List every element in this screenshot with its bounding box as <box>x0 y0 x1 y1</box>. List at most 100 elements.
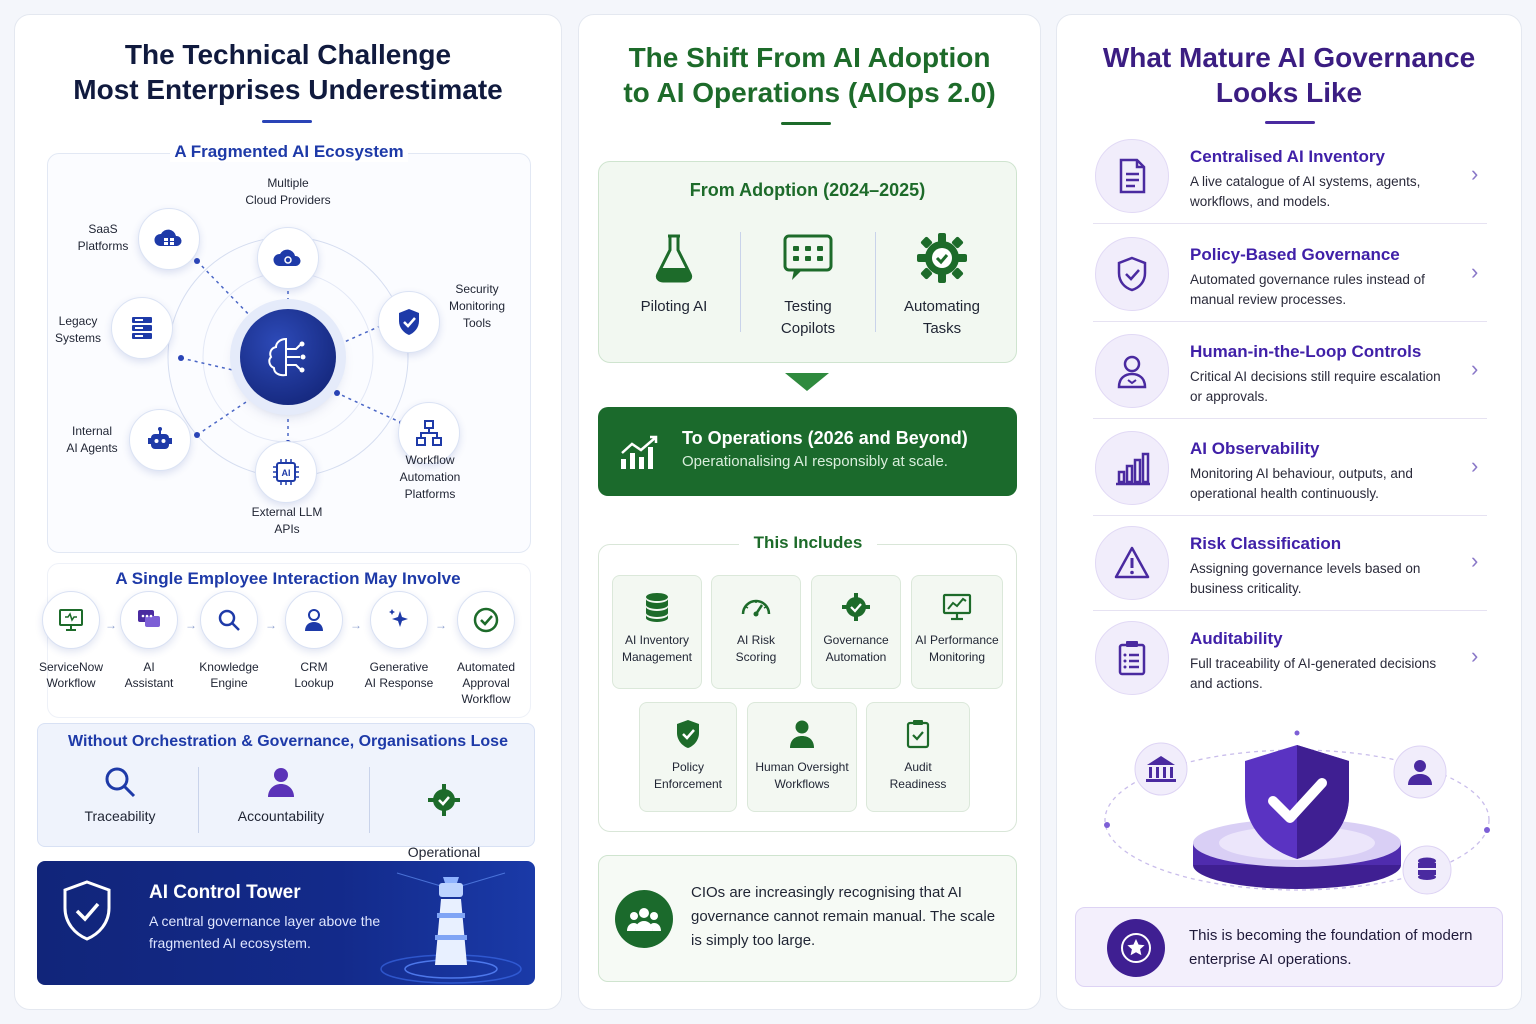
audit-readiness-tile: Audit Readiness <box>866 702 970 812</box>
title-underline <box>781 122 831 125</box>
risk-scoring-tile: AI Risk Scoring <box>711 575 801 689</box>
clipboard-list-icon <box>1095 621 1169 695</box>
title-underline <box>1265 121 1315 124</box>
servicenow-node <box>42 591 100 649</box>
approval-workflow-node <box>457 591 515 649</box>
person-icon <box>268 768 294 797</box>
down-arrow-icon <box>785 373 829 391</box>
foundation-box: This is becoming the foundation of moder… <box>1075 907 1503 987</box>
chevron-right-icon: › <box>1471 259 1479 284</box>
user-icon <box>1095 334 1169 408</box>
panel-title: What Mature AI Governance Looks Like <box>1102 42 1476 108</box>
generative-ai-node <box>370 591 428 649</box>
flow-arrow-icon: → <box>105 618 117 632</box>
cloud-icon <box>273 249 301 266</box>
legacy-node <box>111 297 173 359</box>
robot-icon <box>148 427 172 449</box>
cloud-apps-icon <box>154 229 182 246</box>
governance-automation-tile: Governance Automation <box>811 575 901 689</box>
clipboard-check-icon <box>906 720 930 749</box>
shield-check-icon <box>63 880 111 941</box>
crm-lookup-node <box>285 591 343 649</box>
search-icon <box>105 767 136 798</box>
flow-arrow-icon: → <box>185 618 197 632</box>
gear-check-icon <box>428 784 460 816</box>
flow-label: Automated Approval Workflow <box>456 660 516 706</box>
technical-challenge-panel: The Technical Challenge Most Enterprises… <box>14 14 562 1010</box>
foundation-text: This is becoming the foundation of moder… <box>1189 927 1473 968</box>
governance-shield-illustration <box>1104 730 1490 895</box>
flow-arrow-icon: → <box>435 618 447 632</box>
operations-subtitle: Operationalising AI responsibly at scale… <box>682 453 948 470</box>
interaction-heading: A Single Employee Interaction May Involv… <box>115 569 461 588</box>
testing-copilots-item: Testing Copilots <box>741 230 875 340</box>
traceability-item: Traceability <box>40 763 200 825</box>
flask-icon <box>655 234 693 283</box>
svg-text:AI: AI <box>282 468 291 478</box>
saas-label: SaaS Platforms <box>77 222 129 253</box>
title-underline <box>262 120 312 123</box>
divider <box>740 232 741 332</box>
mature-governance-panel: What Mature AI Governance Looks Like Cen… <box>1056 14 1522 1010</box>
llm-node: AI <box>255 441 317 503</box>
panel-title: The Shift From AI Adoption to AI Operati… <box>623 42 996 108</box>
flow-arrow-icon: → <box>350 618 362 632</box>
chevron-right-icon: › <box>1471 161 1479 186</box>
brain-circuit-icon <box>268 337 306 377</box>
workflow-label: Workflow Automation Platforms <box>399 453 461 501</box>
governance-item-observability[interactable]: AI Observability Monitoring AI behaviour… <box>1093 419 1487 516</box>
shield-check-icon <box>1095 237 1169 311</box>
gauge-icon <box>741 599 771 617</box>
governance-item-human-loop[interactable]: Human-in-the-Loop Controls Critical AI d… <box>1093 322 1487 419</box>
knowledge-engine-node <box>200 591 258 649</box>
governance-item-inventory[interactable]: Centralised AI Inventory A live catalogu… <box>1093 127 1487 224</box>
gear-check-icon <box>917 233 967 283</box>
divider <box>875 232 876 332</box>
governance-item-audit[interactable]: Auditability Full traceability of AI-gen… <box>1093 609 1487 706</box>
flow-label: AI Assistant <box>124 660 174 690</box>
operations-banner: To Operations (2026 and Beyond) Operatio… <box>598 407 1017 496</box>
star-badge-icon <box>1107 919 1165 977</box>
chat-window-icon <box>783 234 833 280</box>
internal-agents-label: Internal AI Agents <box>66 424 118 455</box>
aiops-shift-panel: The Shift From AI Adoption to AI Operati… <box>578 14 1041 1010</box>
policy-enforcement-tile: Policy Enforcement <box>639 702 737 812</box>
panel-title: The Technical Challenge Most Enterprises… <box>73 39 503 105</box>
ai-control-tower-banner: AI Control Tower A central governance la… <box>37 861 535 985</box>
operations-title: To Operations (2026 and Beyond) <box>682 428 968 448</box>
adoption-title: From Adoption (2024–2025) <box>689 180 926 200</box>
database-icon <box>646 593 668 622</box>
check-circle-icon <box>473 607 499 633</box>
chevron-right-icon: › <box>1471 548 1479 573</box>
security-node <box>378 291 440 353</box>
flow-label: CRM Lookup <box>294 660 334 690</box>
cio-insight-box: CIOs are increasingly recognising that A… <box>598 855 1017 982</box>
cloud-label: Multiple Cloud Providers <box>245 176 331 207</box>
ecosystem-heading: A Fragmented AI Ecosystem <box>170 142 408 162</box>
sparkles-icon <box>389 609 408 627</box>
shield-check-icon <box>399 309 419 335</box>
governance-item-risk[interactable]: Risk Classification Assigning governance… <box>1093 514 1487 611</box>
cio-insight-text: CIOs are increasingly recognising that A… <box>691 884 996 949</box>
human-oversight-tile: Human Oversight Workflows <box>747 702 857 812</box>
gear-check-icon <box>842 593 870 621</box>
divider <box>369 767 370 833</box>
user-icon <box>790 720 814 748</box>
tower-description: A central governance layer above the fra… <box>149 913 381 951</box>
llm-label: External LLM APIs <box>251 505 323 536</box>
adoption-box: From Adoption (2024–2025) Piloting AI Te… <box>598 161 1017 363</box>
ai-assistant-node <box>120 591 178 649</box>
warning-icon <box>1095 526 1169 600</box>
includes-title: This Includes <box>739 533 877 553</box>
flow-label: Knowledge Engine <box>199 660 259 690</box>
workflow-tree-icon <box>416 420 442 446</box>
tower-title: AI Control Tower <box>149 882 301 903</box>
loss-heading: Without Orchestration & Governance, Orga… <box>68 733 508 750</box>
legacy-label: Legacy Systems <box>54 314 101 345</box>
security-label: Security Monitoring Tools <box>448 282 506 330</box>
user-icon <box>305 609 323 631</box>
chevron-right-icon: › <box>1471 643 1479 668</box>
monitor-chart-icon <box>942 593 972 621</box>
saas-node <box>138 208 200 270</box>
governance-item-policy[interactable]: Policy-Based Governance Automated govern… <box>1093 225 1487 322</box>
